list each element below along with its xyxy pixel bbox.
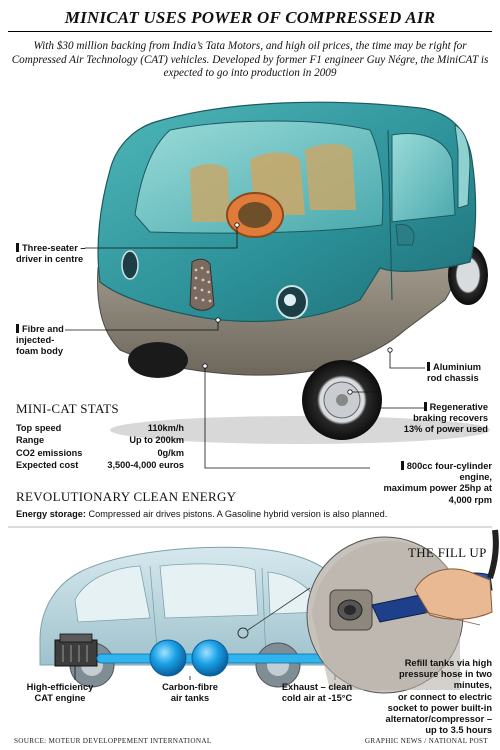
stat-label: CO2 emissions	[16, 447, 83, 458]
page-title: MINICAT USES POWER OF COMPRESSED AIR	[64, 8, 436, 27]
label-line: High-efficiency	[26, 682, 94, 692]
callout-marker-icon	[16, 324, 19, 333]
label-line: air tanks	[170, 693, 210, 704]
fillup-description: Refill tanks via high pressure hose in t…	[360, 658, 492, 736]
label-cat-engine: High-efficiency CAT engine	[14, 682, 106, 704]
callout-line: driver in centre	[16, 254, 84, 265]
callout-line: Aluminium	[433, 362, 482, 372]
callout-line: injected-	[16, 335, 55, 346]
label-line: Exhaust – clean	[281, 682, 353, 692]
callout-line: 13% of power used	[403, 424, 488, 435]
stat-label: Range	[16, 435, 45, 446]
fillup-heading: THE FILL UP	[408, 545, 487, 560]
table-row: Top speed 110km/h	[16, 423, 184, 435]
table-row: CO2 emissions 0g/km	[16, 448, 184, 460]
stats-heading: MINI-CAT STATS	[16, 401, 119, 416]
energy-storage-text: Energy storage: Compressed air drives pi…	[16, 509, 492, 519]
callout-marker-icon	[16, 243, 19, 252]
stat-value: 110km/h	[147, 423, 184, 433]
table-row: Expected cost 3,500-4,000 euros	[16, 460, 184, 472]
callout-engine: 800cc four-cylinder engine, maximum powe…	[372, 461, 492, 506]
fillup-line: socket to power built-in	[387, 702, 492, 713]
stat-label: Expected cost	[16, 460, 79, 471]
callout-line: foam body	[16, 346, 64, 357]
fillup-line: alternator/compressor –	[385, 714, 492, 725]
fillup-line: Refill tanks via high	[404, 658, 492, 668]
label-exhaust: Exhaust – clean cold air at -15°C	[262, 682, 372, 704]
footer-source: SOURCE: MOTEUR DEVELOPPEMENT INTERNATION…	[14, 737, 212, 745]
callout-chassis: Aluminium rod chassis	[427, 362, 481, 384]
callout-line: braking recovers	[413, 413, 488, 424]
callout-line: Fibre and	[22, 324, 64, 334]
page-subtitle: With $30 million backing from India’s Ta…	[11, 40, 489, 80]
callout-line: Three-seater –	[22, 243, 86, 253]
title-bar: MINICAT USES POWER OF COMPRESSED AIR	[8, 6, 492, 32]
label-air-tanks: Carbon-fibre air tanks	[142, 682, 238, 704]
label-line: CAT engine	[34, 693, 86, 704]
callout-braking: Regenerative braking recovers 13% of pow…	[396, 402, 488, 436]
label-line: cold air at -15°C	[281, 693, 353, 704]
energy-heading: REVOLUTIONARY CLEAN ENERGY	[16, 489, 237, 504]
stats-table: Top speed 110km/h Range Up to 200km CO2 em…	[16, 423, 184, 473]
callout-three-seater: Three-seater – driver in centre	[16, 243, 86, 265]
energy-storage-description: Compressed air drives pistons. A Gasolin…	[88, 509, 388, 519]
callout-line: rod chassis	[427, 373, 479, 384]
callout-line: Regenerative	[429, 402, 488, 412]
stat-label: Top speed	[16, 423, 62, 433]
table-row: Range Up to 200km	[16, 435, 184, 447]
fillup-line: up to 3.5 hours	[425, 725, 492, 736]
callout-fibre-body: Fibre and injected- foam body	[16, 324, 64, 358]
footer-credit: GRAPHIC NEWS / NATIONAL POST	[364, 737, 488, 745]
stat-value: Up to 200km	[129, 435, 184, 446]
label-line: Carbon-fibre	[162, 682, 218, 692]
stat-value: 0g/km	[157, 447, 184, 458]
fillup-line: or connect to electric	[397, 691, 492, 702]
fillup-line: pressure hose in two minutes,	[399, 669, 492, 691]
stat-value: 3,500-4,000 euros	[107, 460, 184, 471]
callout-marker-icon	[427, 362, 430, 371]
callout-line: maximum power 25hp at 4,000 rpm	[383, 483, 493, 505]
energy-storage-label: Energy storage:	[16, 509, 86, 519]
callout-line: 800cc four-cylinder engine,	[406, 461, 492, 483]
callout-marker-icon	[423, 402, 427, 411]
callout-marker-icon	[400, 461, 404, 470]
